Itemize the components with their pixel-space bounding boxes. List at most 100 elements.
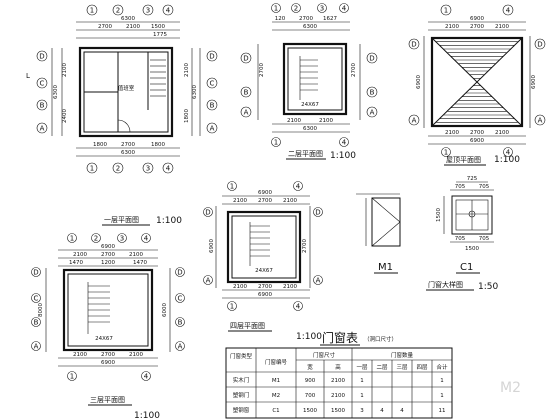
grid-bubble (313, 275, 323, 285)
door-swing-line (371, 197, 401, 223)
grid-label: 4 (166, 7, 171, 15)
grid-label: D (411, 41, 416, 49)
grid-bubble (203, 207, 213, 217)
dimension-text: 6300 (303, 126, 317, 132)
grid-bubble (293, 301, 303, 311)
grid-bubble (36, 122, 48, 134)
dimension-text: 2700 (299, 16, 313, 22)
floor3-scale: 1:100 (134, 411, 160, 420)
grid-label: 1 (70, 235, 74, 243)
interior-wall (67, 273, 149, 347)
dimension-text: 6900 (258, 292, 272, 298)
dimension-text: 1800 (93, 142, 107, 148)
dimension-text: 2100 (283, 198, 297, 204)
dimension-text: 2100 (129, 352, 143, 358)
cell-height: 2100 (331, 393, 345, 399)
dimension-text: 2100 (73, 252, 87, 258)
grid-label: D (33, 269, 38, 277)
dimension-text: 2100 (184, 63, 190, 77)
grid-label: D (39, 53, 44, 61)
grid-label: 1 (70, 373, 74, 381)
dimension-text: 2100 (233, 198, 247, 204)
floor2-scale: 1:100 (330, 151, 356, 161)
grid-label: 4 (506, 149, 511, 157)
dimension-text: 6900 (470, 138, 484, 144)
header-f3: 三层 (396, 364, 408, 371)
grid-bubble (240, 52, 252, 64)
room-label: 值班室 (118, 84, 135, 92)
header-total: 合计 (436, 363, 448, 371)
grid-bubble (440, 4, 452, 16)
grid-label: 4 (144, 235, 149, 243)
dimension-text: 2400 (62, 109, 68, 123)
grid-bubble (206, 99, 218, 111)
dimension-text: 1470 (69, 260, 83, 266)
dimension-text: 705 (479, 184, 490, 190)
grid-bubble (291, 3, 301, 13)
grid-bubble (534, 38, 546, 50)
header-qty: 门窗数量 (391, 351, 414, 359)
grid-label: A (210, 125, 215, 133)
grid-bubble (175, 341, 185, 351)
stair-code: 24X67 (255, 268, 273, 274)
floor1-scale: 1:100 (156, 216, 182, 226)
grid-bubble (271, 3, 281, 13)
grid-bubble (141, 371, 151, 381)
grid-label: 4 (342, 139, 347, 147)
grid-label: C (178, 295, 183, 303)
grid-label: 1 (274, 139, 278, 147)
grid-bubble (534, 114, 546, 126)
dimension-text: 6900 (531, 75, 537, 89)
grid-label: 3 (120, 235, 124, 243)
floor4-scale: 1:100 (296, 332, 322, 342)
grid-bubble (36, 50, 48, 62)
grid-label: 4 (296, 303, 301, 311)
floor4-title: 四层平面图 (230, 322, 265, 330)
grid-bubble (441, 147, 451, 157)
grid-label: D (209, 53, 214, 61)
grid-label: 1 (444, 7, 448, 15)
roof-title: 屋顶平面图 (446, 156, 481, 164)
stair (249, 222, 270, 266)
c1-label: C1 (460, 262, 473, 273)
grid-bubble (366, 86, 378, 98)
door-outline (371, 197, 401, 247)
grid-label: B (370, 89, 375, 97)
header-code: 门窗编号 (265, 358, 288, 366)
grid-bubble (366, 52, 378, 64)
grid-bubble (313, 207, 323, 217)
m1-label: M1 (378, 262, 393, 273)
grid-bubble (408, 38, 420, 50)
m1-door-elevation: M1 (356, 193, 401, 274)
grid-bubble (206, 50, 218, 62)
header-width: 宽 (307, 363, 313, 371)
grid-label: C (40, 80, 45, 88)
exterior-wall (78, 46, 174, 138)
grid-label: 3 (146, 165, 150, 173)
grid-label: D (243, 55, 248, 63)
dimension-text: 2100 (126, 24, 140, 30)
grid-bubble (112, 4, 124, 16)
dimension-text: 2100 (62, 63, 68, 77)
dimension-text: 6300 (192, 85, 198, 99)
roof-hatch (435, 41, 519, 123)
dimension-text: 2700 (470, 130, 484, 136)
grid-label: 1 (274, 5, 278, 13)
dimension-text: 6300 (121, 150, 135, 156)
cell-f2: 4 (380, 408, 384, 414)
dimension-text: 2700 (101, 352, 115, 358)
cell-height: 2100 (331, 378, 345, 384)
header-f1: 一层 (356, 364, 368, 371)
grid-label: B (34, 319, 39, 327)
dimension-text: 2100 (319, 118, 333, 124)
grid-label: 1 (230, 303, 234, 311)
dimension-text: 2100 (283, 284, 297, 290)
exterior-wall (282, 42, 348, 116)
watermark: M2 (500, 380, 521, 396)
dimension-text: 6900 (416, 75, 422, 89)
grid-bubble (227, 181, 237, 191)
header-height: 高 (335, 363, 341, 371)
grid-bubble (339, 137, 349, 147)
grid-label: B (244, 89, 249, 97)
grid-label: C (210, 80, 215, 88)
